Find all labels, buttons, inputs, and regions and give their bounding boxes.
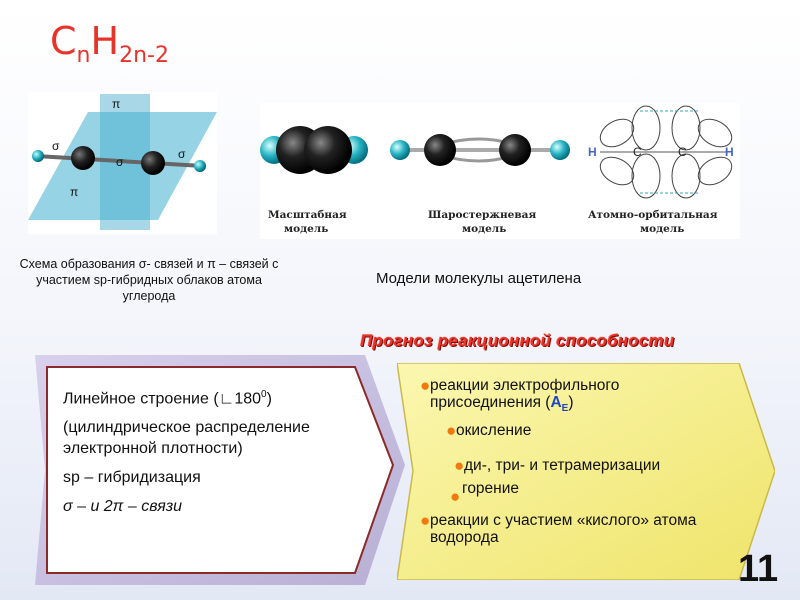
orbital-h-right: H (725, 145, 734, 159)
scale-model-label-2: модель (284, 223, 328, 235)
forecast-title: Прогноз реакционной способности (360, 331, 675, 350)
pi-label-bottom: π (70, 185, 78, 199)
acetylene-models-image: H C C H Масштабная модель Шаростержневая… (260, 103, 740, 239)
property-sp: sp – гибридизация (63, 469, 201, 487)
orbital-h-left: H (588, 145, 597, 159)
sigma-label-center: σ (116, 155, 124, 169)
bullet-icon: ● (454, 456, 465, 475)
property-bonds: σ – и 2π – связи (63, 498, 183, 516)
orbital-model-label-2: модель (640, 223, 684, 235)
reaction-electrophilic: ● реакции электрофильного присоединения … (420, 376, 620, 415)
reaction-oxidation: ● окисление (446, 421, 532, 440)
orbital-model-label-1: Атомно-орбитальная (588, 209, 718, 221)
orbital-c-right: C (678, 145, 687, 159)
models-caption: Модели молекулы ацетилена (376, 270, 582, 287)
bullet-icon: ● (450, 487, 461, 506)
space-filling-model (260, 126, 368, 174)
scheme-caption: Схема образования σ- связей и π – связей… (19, 257, 279, 303)
ballstick-model-label-1: Шаростержневая (428, 209, 536, 221)
hybridization-scheme-image: π σ σ σ π (28, 92, 217, 234)
ball-and-stick-model (390, 134, 570, 166)
reaction-acidic-hydrogen: ● реакции с участием «кислого» атома вод… (420, 511, 697, 546)
ballstick-model-label-2: модель (462, 223, 506, 235)
reactions-arrow-shape (397, 363, 775, 580)
reaction-oligomerization: ● ди-, три- и тетрамеризации (454, 456, 661, 475)
sigma-label-left: σ (52, 139, 60, 153)
bullet-icon: ● (420, 511, 431, 530)
reaction-combustion: ● горение (450, 480, 520, 506)
properties-list: Линейное строение (∟1800) (цилиндрическо… (63, 384, 383, 525)
property-linear: Линейное строение (∟1800) (63, 389, 272, 408)
slide-number: 11 (738, 548, 779, 590)
scale-model-label-1: Масштабная (268, 209, 347, 221)
bullet-icon: ● (420, 376, 431, 395)
property-cylindrical: (цилиндрическое распределение электронно… (63, 419, 310, 458)
pi-label-top: π (112, 97, 120, 111)
orbital-c-left: C (633, 145, 642, 159)
orbital-model (599, 105, 733, 199)
bullet-icon: ● (446, 421, 457, 440)
general-formula: CnH2n-2 (50, 19, 169, 68)
sigma-label-right: σ (178, 147, 186, 161)
properties-arrow-shape (35, 355, 405, 585)
